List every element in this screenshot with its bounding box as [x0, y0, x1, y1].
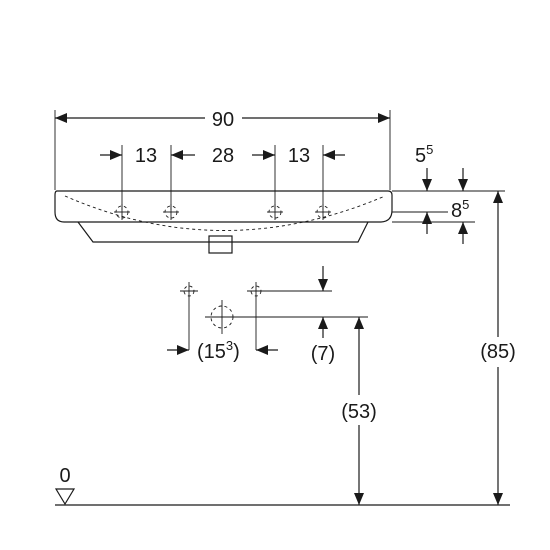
waste-spacing-dimension: (153) — [167, 338, 278, 363]
width-dimension: 90 — [54, 109, 391, 190]
basin-height-label: (85) — [480, 341, 516, 363]
tap-hole-3-icon — [267, 204, 283, 220]
level-marker-icon — [54, 488, 76, 506]
waste-drop-dimension: (7) — [311, 266, 335, 365]
tap-hole-2-icon — [163, 204, 179, 220]
floor-level-label: 0 — [59, 465, 70, 487]
supply-point-right-icon — [247, 282, 332, 350]
floor-line: 0 — [54, 465, 510, 506]
connection-points — [180, 282, 368, 350]
tap-offset-right-label: 13 — [288, 145, 310, 167]
waste-drop-label: (7) — [311, 343, 335, 365]
tap-offset-left-label: 13 — [135, 145, 157, 167]
waste-point-icon — [205, 300, 239, 334]
tap-spacing-dimensions: 13 28 13 — [100, 145, 345, 210]
waste-height-label: (53) — [341, 401, 377, 423]
supply-point-left-icon — [180, 282, 198, 350]
rim-dimensions: 55 85 — [392, 142, 505, 244]
rim-top-label: 55 — [415, 142, 433, 167]
waste-height-dimension: (53) — [341, 317, 377, 505]
width-label: 90 — [212, 109, 234, 131]
tap-hole-4-icon — [315, 204, 331, 220]
tap-spacing-label: 28 — [212, 145, 234, 167]
waste-spacing-label: (153) — [197, 338, 240, 363]
basin-height-dimension: (85) — [480, 191, 516, 505]
washbasin-outline — [54, 190, 393, 254]
tap-hole-1-icon — [114, 204, 130, 220]
rim-height-label: 85 — [451, 197, 469, 222]
